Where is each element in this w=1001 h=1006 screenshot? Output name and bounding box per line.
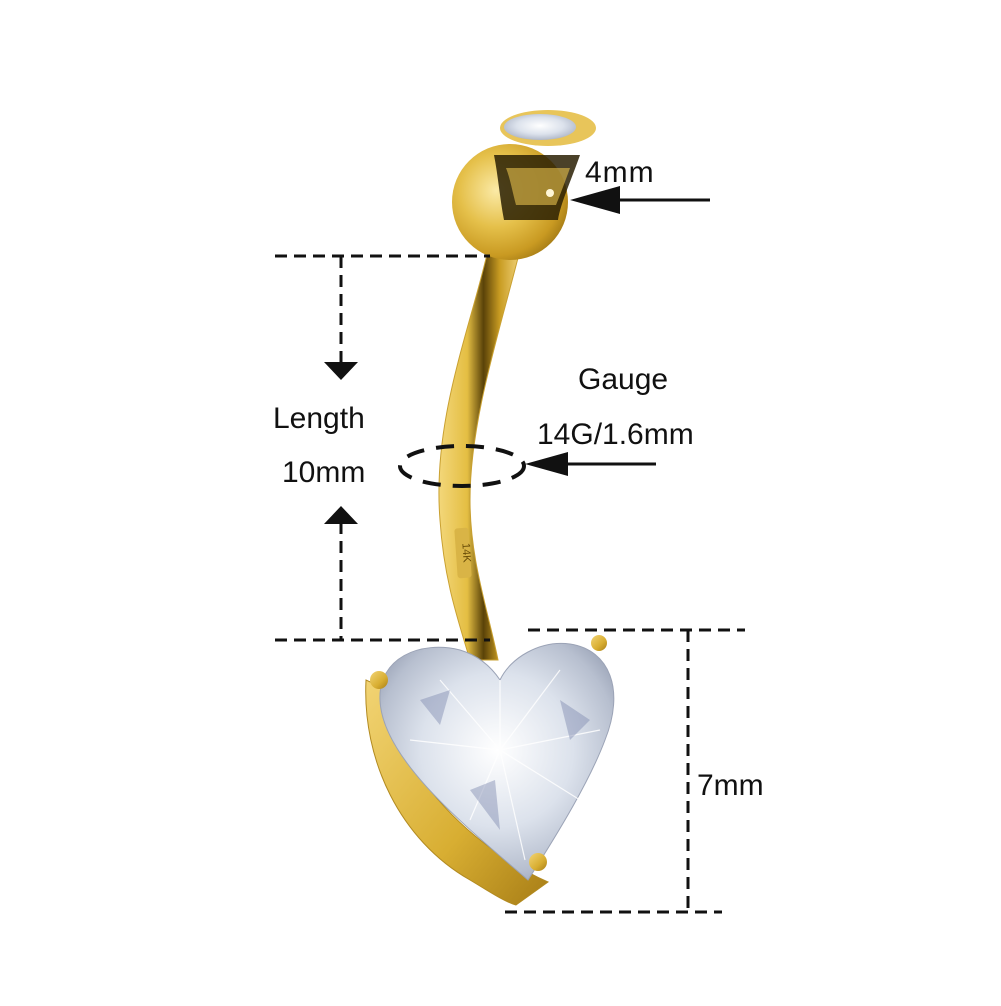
length-value-label: 10mm [282,456,366,489]
arrow-down-icon [324,362,358,380]
ball-size-label: 4mm [585,156,655,189]
gauge-indicator [398,444,656,488]
annotations [275,186,745,914]
gem-height-label: 7mm [697,769,764,802]
gauge-title-label: Gauge [578,363,669,396]
length-title-label: Length [273,402,365,435]
material-stamp: 14K [459,543,472,564]
arrow-up-icon [324,506,358,524]
heart-gem [365,635,615,906]
top-ball [452,110,596,260]
curved-bar: 14K [438,249,521,661]
length-dimension [275,254,490,642]
gauge-value-label: 14G/1.6mm [537,418,694,451]
gem-height-dimension [505,628,745,914]
ball-size-arrow [570,186,710,214]
ball-gem [504,114,576,140]
prong [370,671,388,689]
prong [529,853,547,871]
prong [591,635,607,651]
